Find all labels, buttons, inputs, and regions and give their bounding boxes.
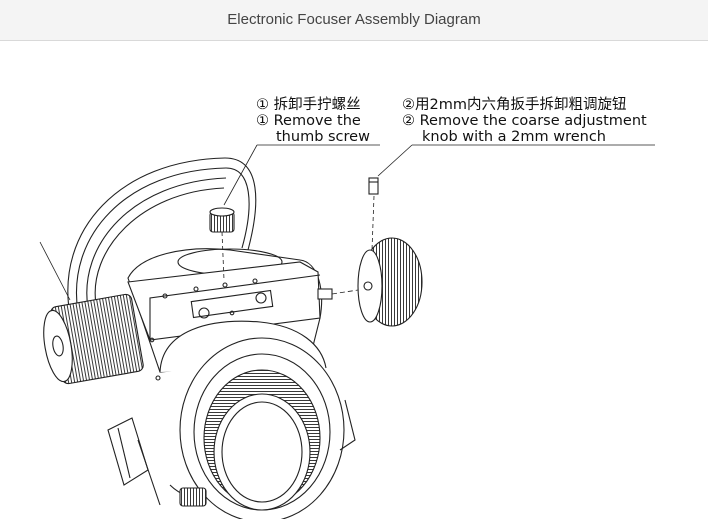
callout-step1-zh: ① 拆卸手拧螺丝 [256,97,361,113]
drawing-lines [39,144,655,519]
header-bar: Electronic Focuser Assembly Diagram [0,0,708,41]
callout-step2-zh: ②用2mm内六角扳手拆卸粗调旋钮 [402,97,627,113]
knob-axis-line [331,289,359,295]
page-title: Electronic Focuser Assembly Diagram [227,11,481,28]
knob-shaft [317,288,333,300]
callout-step2-en-line2: knob with a 2mm wrench [422,129,606,145]
callout-step1: ① 拆卸手拧螺丝 ① Remove the thumb screw [256,97,370,145]
removed-coarse-knob [357,237,423,327]
left-coarse-knob [43,293,144,385]
lower-adapter [159,320,345,519]
callout-step2-en-line1: ② Remove the coarse adjustment [402,113,647,129]
thumb-screw [209,207,235,281]
callout-step2: ②用2mm内六角扳手拆卸粗调旋钮 ② Remove the coarse adj… [402,97,647,145]
curved-draw-tube-ring [67,157,257,316]
bottom-bracket [107,399,356,507]
callout-step1-en-line1: ① Remove the [256,113,361,129]
leader-step1 [223,144,380,206]
leader-step2 [377,144,655,177]
focuser-block [127,261,321,381]
callout-step1-en-line2: thumb screw [276,129,370,145]
set-screw [368,177,379,251]
edge-line-left [39,241,71,301]
